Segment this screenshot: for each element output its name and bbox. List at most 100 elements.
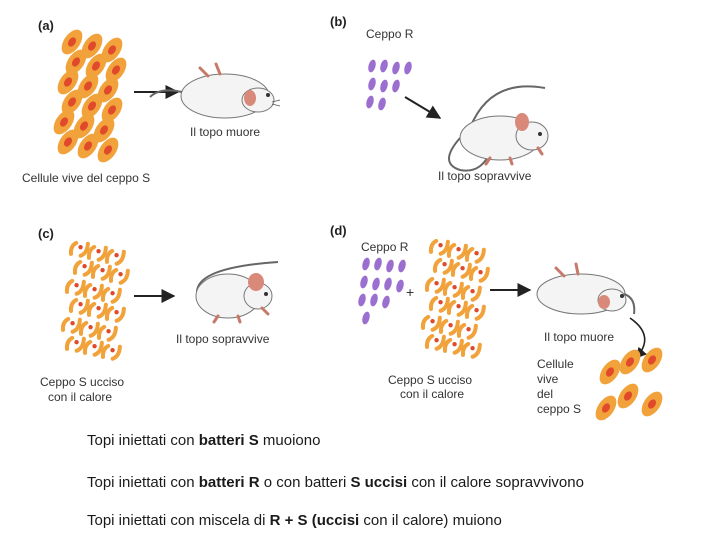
r-cell bbox=[362, 311, 370, 325]
panel-a-live-s-cells bbox=[53, 29, 127, 163]
killed-s-cell bbox=[96, 324, 118, 342]
r-cell bbox=[366, 95, 374, 109]
killed-s-cell bbox=[100, 286, 122, 304]
r-cell bbox=[378, 97, 386, 111]
figure-canvas: (a) (b) (c) (d) Il topo muore Cellule vi… bbox=[22, 14, 663, 421]
caption-2-post: con il calore sopravvivono bbox=[407, 474, 584, 491]
killed-s-cell bbox=[104, 248, 126, 266]
panel-d-result-label-1: Cellule bbox=[537, 357, 574, 371]
s-cell bbox=[105, 57, 127, 83]
killed-s-cell bbox=[424, 276, 446, 294]
killed-s-cell bbox=[104, 305, 126, 323]
panel-d-result-label-4: ceppo S bbox=[537, 402, 581, 416]
r-cell bbox=[360, 275, 368, 289]
killed-s-cell bbox=[450, 261, 472, 279]
r-cell bbox=[398, 259, 406, 273]
r-cell bbox=[392, 79, 400, 93]
panel-b-strain-label: Ceppo R bbox=[366, 27, 414, 41]
panel-a-mouse-label: Il topo muore bbox=[190, 125, 260, 139]
caption-line-1: Topi iniettati con batteri S muoiono bbox=[87, 432, 320, 449]
s-cell bbox=[93, 117, 115, 143]
s-cell bbox=[619, 349, 641, 375]
r-cell bbox=[370, 293, 378, 307]
panel-d-mouse-dead bbox=[536, 262, 636, 315]
panel-d-strain-label: Ceppo R bbox=[361, 240, 409, 254]
killed-s-cell bbox=[72, 259, 94, 277]
s-cell bbox=[641, 391, 663, 417]
caption-2-mid: o con batteri bbox=[259, 474, 351, 491]
panel-d-cells-label-1: Ceppo S ucciso bbox=[388, 373, 472, 387]
r-cell bbox=[368, 77, 376, 91]
s-cell bbox=[81, 93, 103, 119]
killed-s-cell bbox=[86, 301, 108, 319]
caption-1-pre: Topi iniettati con bbox=[87, 432, 199, 449]
panel-d-killed-s-cells bbox=[420, 238, 490, 359]
panel-d-letter: (d) bbox=[330, 223, 347, 238]
killed-s-cell bbox=[90, 263, 112, 281]
panel-d-cells-label-2: con il calore bbox=[400, 387, 464, 401]
s-cell bbox=[61, 89, 83, 115]
killed-s-cell bbox=[68, 297, 90, 315]
caption-1-mid: muoiono bbox=[258, 432, 321, 449]
panel-d-result-label-2: vive bbox=[537, 372, 559, 386]
killed-s-cell bbox=[442, 280, 464, 298]
killed-s-cell bbox=[82, 339, 104, 357]
killed-s-cell bbox=[82, 282, 104, 300]
panel-c-killed-s-cells bbox=[60, 240, 130, 361]
caption-line-2: Topi iniettati con batteri R o con batte… bbox=[87, 474, 584, 491]
killed-s-cell bbox=[108, 267, 130, 285]
r-cell bbox=[384, 277, 392, 291]
panel-b-arrow bbox=[404, 96, 442, 119]
s-cell bbox=[101, 37, 123, 63]
s-cell bbox=[101, 97, 123, 123]
panel-a-mouse-dead bbox=[149, 62, 281, 119]
killed-s-cell bbox=[64, 335, 86, 353]
griffith-experiment-figure: (a) (b) (c) (d) Il topo muore Cellule vi… bbox=[22, 14, 663, 421]
killed-s-cell bbox=[64, 278, 86, 296]
panel-c-letter: (c) bbox=[38, 226, 54, 241]
caption-2-bold-2: S uccisi bbox=[350, 474, 408, 491]
caption-2-pre: Topi iniettati con bbox=[87, 474, 199, 491]
r-cell bbox=[358, 293, 366, 307]
panel-c-cells-label-2: con il calore bbox=[48, 390, 112, 404]
s-cell bbox=[85, 53, 107, 79]
caption-3-mid: con il calore) muiono bbox=[359, 512, 502, 529]
caption-3-pre: Topi iniettati con miscela di bbox=[87, 512, 270, 529]
r-cell bbox=[368, 59, 376, 73]
killed-s-cell bbox=[446, 242, 468, 260]
s-cell bbox=[599, 359, 621, 385]
panel-d-result-label-3: del bbox=[537, 387, 553, 401]
r-cell bbox=[386, 259, 394, 273]
killed-s-cell bbox=[428, 295, 450, 313]
killed-s-cell bbox=[420, 314, 442, 332]
s-cell bbox=[77, 73, 99, 99]
killed-s-cell bbox=[60, 316, 82, 334]
killed-s-cell bbox=[78, 320, 100, 338]
killed-s-cell bbox=[424, 333, 446, 351]
s-cell bbox=[81, 33, 103, 59]
r-cell bbox=[380, 79, 388, 93]
s-cell bbox=[97, 77, 119, 103]
r-cell bbox=[380, 59, 388, 73]
s-cell bbox=[53, 109, 75, 135]
caption-2-bold-1: batteri R bbox=[198, 474, 260, 491]
killed-s-cell bbox=[446, 299, 468, 317]
killed-s-cell bbox=[428, 238, 450, 256]
s-cell bbox=[65, 49, 87, 75]
s-cell bbox=[595, 395, 617, 421]
killed-s-cell bbox=[68, 240, 90, 258]
panel-a-cells-label: Cellule vive del ceppo S bbox=[22, 171, 150, 185]
r-cell bbox=[404, 61, 412, 75]
panel-c-mouse-alive bbox=[195, 261, 279, 324]
killed-s-cell bbox=[460, 341, 482, 359]
r-cell bbox=[396, 279, 404, 293]
killed-s-cell bbox=[432, 257, 454, 275]
caption-1-bold-1: batteri S bbox=[198, 432, 259, 449]
s-cell bbox=[641, 347, 663, 373]
killed-s-cell bbox=[86, 244, 108, 262]
s-cell bbox=[77, 133, 99, 159]
panel-b-mouse-label: Il topo sopravvive bbox=[438, 169, 532, 183]
caption-3-bold-1: R + S (uccisi bbox=[269, 512, 360, 529]
panel-d-r-cells bbox=[358, 257, 406, 325]
panel-c-cells-label-1: Ceppo S ucciso bbox=[40, 375, 124, 389]
